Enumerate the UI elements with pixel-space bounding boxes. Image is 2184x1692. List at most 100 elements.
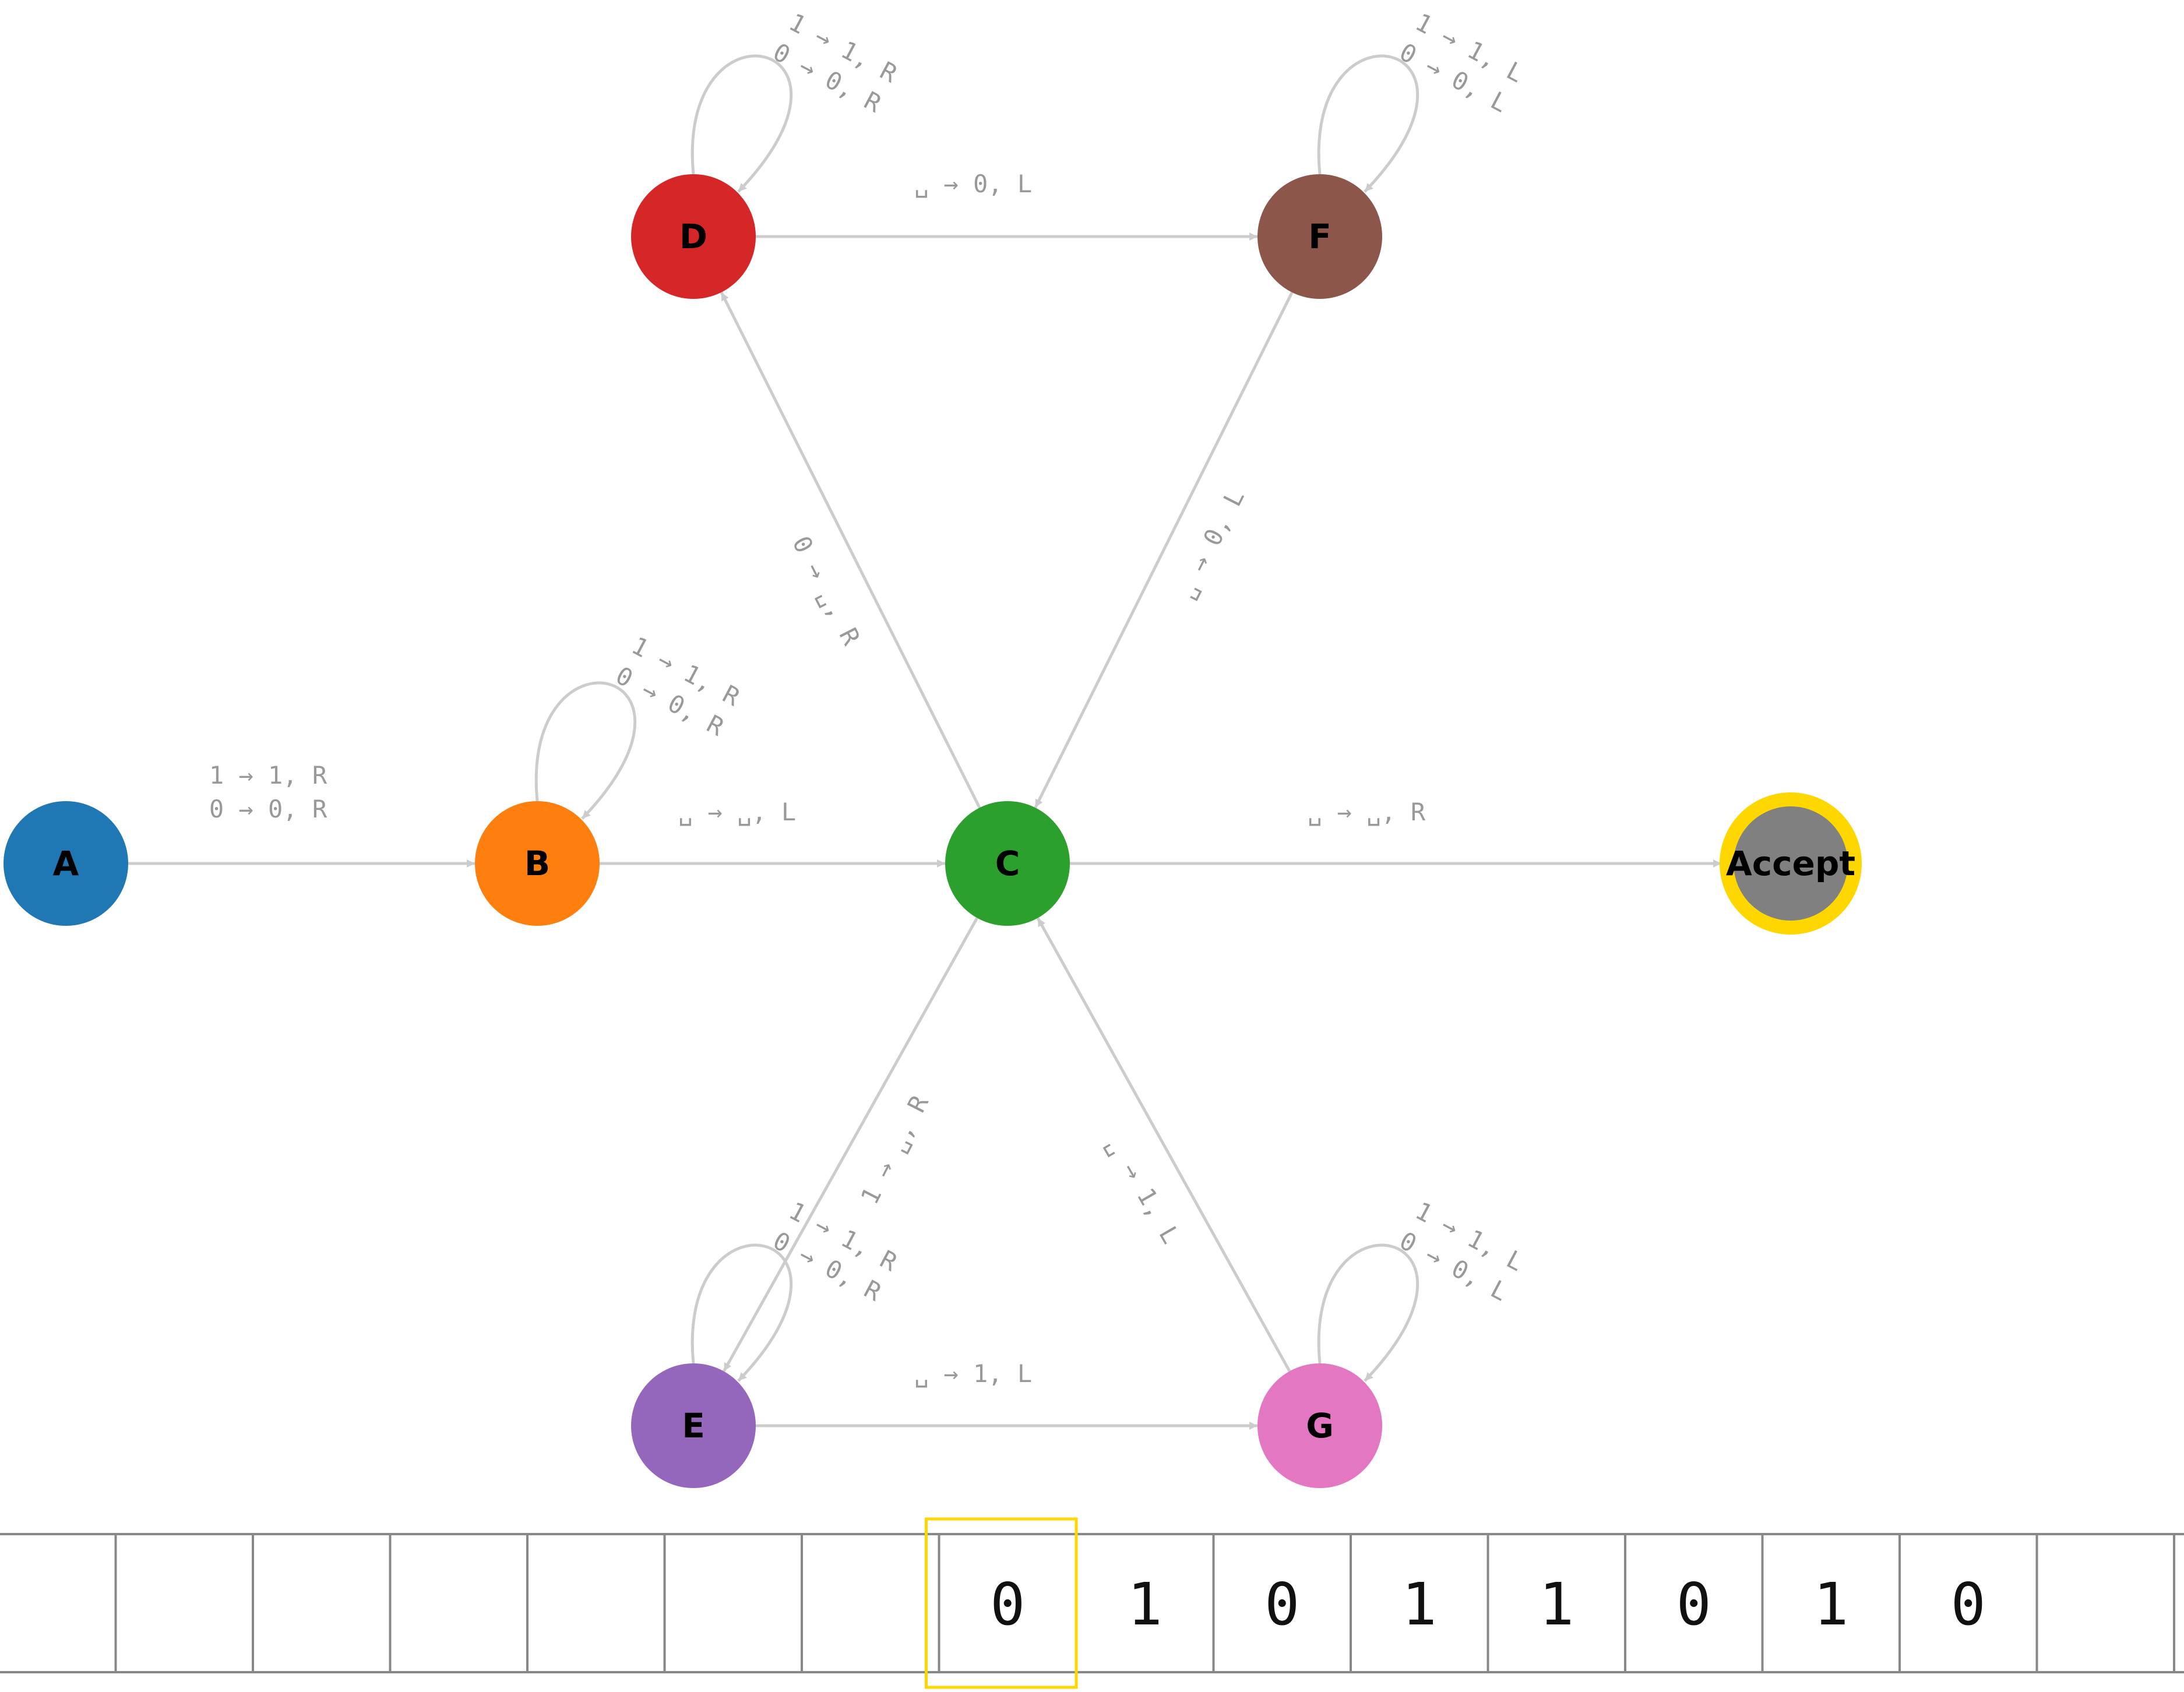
transition-f-f: 1 → 1, L0 → 0, L <box>1317 8 1528 193</box>
tape-cell <box>2173 1533 2184 1673</box>
transition-label: 1 → 1, R0 → 0, R <box>769 1196 902 1307</box>
transition-f-c: ␣ → 0, L <box>1034 291 1294 809</box>
tape-cell-box <box>0 1533 117 1673</box>
transition-c-e: 1 → ␣, R <box>722 917 979 1372</box>
transition-c-accept: ␣ → ␣, R <box>1070 798 1721 868</box>
state-c[interactable]: C <box>945 801 1070 926</box>
state-label: A <box>53 844 79 883</box>
transition-rule: 0 → 0, R <box>209 795 327 823</box>
transition-e-e: 1 → 1, R0 → 0, R <box>691 1196 902 1382</box>
transition-b-b: 1 → 1, R0 → 0, R <box>534 631 745 820</box>
tape-symbol: 0 <box>1676 1570 1711 1638</box>
transition-g-g: 1 → 1, L0 → 0, L <box>1317 1196 1528 1382</box>
tape-symbol: 1 <box>1402 1570 1437 1638</box>
transition-label: 1 → 1, R0 → 0, R <box>769 8 902 118</box>
state-circle <box>631 174 756 299</box>
state-circle <box>945 801 1070 926</box>
state-f[interactable]: F <box>1257 174 1382 299</box>
state-label: Accept <box>1726 844 1855 883</box>
transition-g-c: ␣ → 1, L <box>1036 917 1291 1372</box>
tape-cell-box <box>801 1533 940 1673</box>
tape-cell: 1 <box>1350 1533 1489 1673</box>
state-circle <box>475 801 600 926</box>
state-label: F <box>1308 217 1331 256</box>
tape-cell-box <box>663 1533 803 1673</box>
tape-symbol: 1 <box>1128 1570 1163 1638</box>
tape-cell-box <box>389 1533 529 1673</box>
tape-symbol: 0 <box>1264 1570 1299 1638</box>
tape-head <box>925 1517 1078 1689</box>
tape-symbol: 1 <box>1539 1570 1574 1638</box>
transition-label: 1 → 1, R 0 → 0, R <box>209 761 327 823</box>
transition-rule: ␣ → ␣, L <box>678 798 796 826</box>
tape-cell: 1 <box>1486 1533 1626 1673</box>
state-d[interactable]: D <box>631 174 756 299</box>
transition-c-d: 0 → ␣, R <box>720 291 981 809</box>
transition-arrow <box>691 54 793 193</box>
transition-label: 0 → ␣, R <box>787 531 866 650</box>
transition-rule: 0 → ␣, R <box>787 531 866 650</box>
transition-arrow <box>1036 917 1291 1372</box>
tape-cell: 1 <box>1075 1533 1215 1673</box>
transition-label: 1 → 1, R0 → 0, R <box>611 631 745 742</box>
state-accept[interactable]: Accept <box>1720 792 1862 935</box>
state-label: D <box>679 217 707 256</box>
states-layer: A B C D E F G Accept <box>3 174 1862 1488</box>
tape-cell: 1 <box>1761 1533 1901 1673</box>
state-label: C <box>995 844 1020 883</box>
transition-label: 1 → ␣, R <box>855 1091 934 1209</box>
state-circle <box>1734 806 1848 921</box>
transition-rule: ␣ → 0, L <box>1171 485 1250 602</box>
tape-cell: 0 <box>1624 1533 1764 1673</box>
transition-label: ␣ → 1, L <box>914 1359 1032 1388</box>
transition-label: ␣ → ␣, L <box>678 798 796 826</box>
tape-symbol: 0 <box>990 1570 1025 1638</box>
transition-arrow <box>1317 54 1419 193</box>
tape-cell-box <box>526 1533 666 1673</box>
state-label: E <box>682 1406 705 1446</box>
state-g[interactable]: G <box>1257 1363 1382 1488</box>
tape-cell <box>2035 1533 2175 1673</box>
transition-rule: 1 → ␣, R <box>855 1091 934 1209</box>
tape-cell <box>526 1533 666 1673</box>
transition-rule: ␣ → ␣, R <box>1308 798 1426 826</box>
transition-b-c: ␣ → ␣, L <box>600 798 945 868</box>
state-e[interactable]: E <box>631 1363 756 1488</box>
state-a[interactable]: A <box>3 801 128 926</box>
transition-rule: ␣ → 1, L <box>1102 1132 1186 1249</box>
state-b[interactable]: B <box>475 801 600 926</box>
transition-label: ␣ → 0, L <box>1171 485 1250 602</box>
tape-cell-box <box>2173 1533 2184 1673</box>
tape-cell <box>389 1533 529 1673</box>
tape-symbol: 0 <box>1951 1570 1986 1638</box>
transition-arrow <box>1317 1243 1419 1382</box>
transition-d-d: 1 → 1, R0 → 0, R <box>691 8 902 193</box>
transition-label: ␣ → 0, L <box>914 170 1032 198</box>
state-circle <box>1257 174 1382 299</box>
state-circle <box>1257 1363 1382 1488</box>
transition-arrow <box>691 1243 793 1382</box>
tape-cell: 0 <box>938 1533 1077 1673</box>
transition-arrow <box>1034 291 1294 809</box>
transition-e-g: ␣ → 1, L <box>756 1359 1257 1430</box>
tape-cell-box <box>2035 1533 2175 1673</box>
tape-cell <box>663 1533 803 1673</box>
tape: 0 1 0 1 1 0 1 0 <box>0 1517 2184 1689</box>
transition-label: ␣ → 1, L <box>1102 1132 1186 1249</box>
transition-label: 1 → 1, L0 → 0, L <box>1395 1196 1528 1306</box>
transition-arrow <box>534 681 637 820</box>
transition-label: ␣ → ␣, R <box>1308 798 1426 826</box>
tape-cell <box>114 1533 254 1673</box>
state-circle <box>631 1363 756 1488</box>
transition-rule: ␣ → 0, L <box>914 170 1032 198</box>
transition-a-b: 1 → 1, R 0 → 0, R <box>128 761 475 868</box>
tape-cell <box>0 1533 117 1673</box>
tape-cell <box>801 1533 940 1673</box>
transition-arrow <box>720 291 981 809</box>
transition-label: 1 → 1, L0 → 0, L <box>1395 8 1528 118</box>
state-label: B <box>524 844 550 883</box>
tape-symbol: 1 <box>1813 1570 1848 1638</box>
tape-cell-box <box>114 1533 254 1673</box>
transition-rule: 1 → 1, R <box>209 761 327 789</box>
